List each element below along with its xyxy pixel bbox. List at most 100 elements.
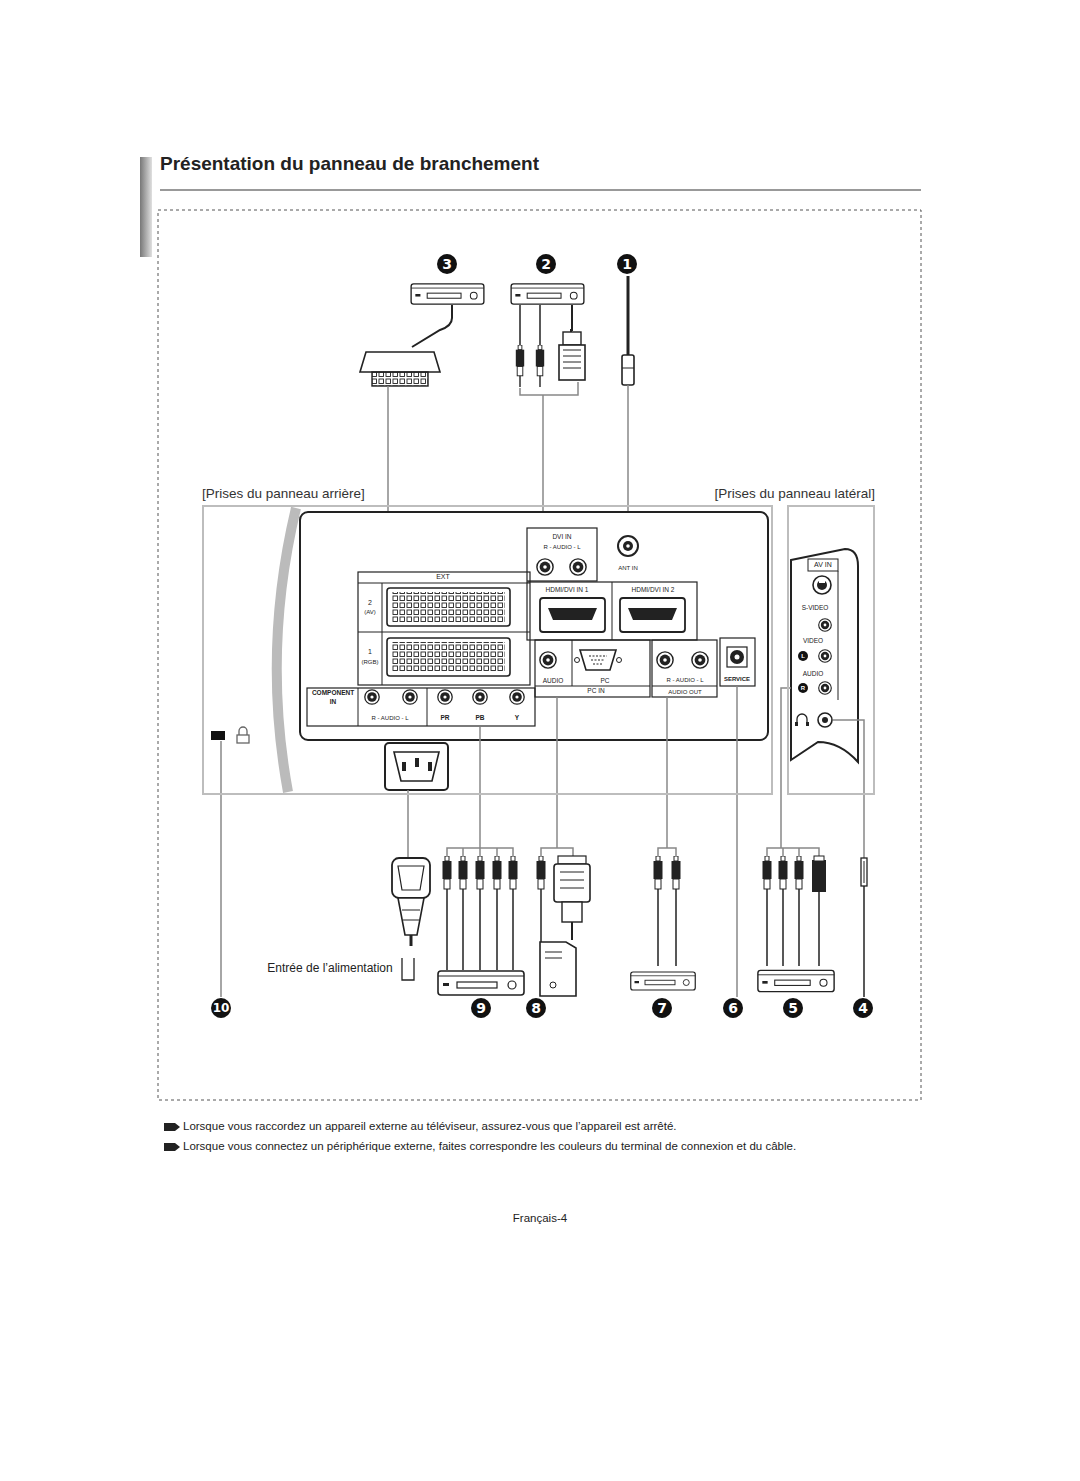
side-panel-drawing-part (838, 571, 839, 700)
power-cable-part (402, 910, 420, 920)
pc-cable-part (556, 697, 558, 848)
channel-mark: L (798, 651, 808, 661)
rear-panel-drawing-part (535, 640, 650, 697)
side-panel-drawing-part (817, 580, 827, 590)
port-label: PC (600, 677, 609, 684)
rear-panel-drawing-part (548, 608, 597, 620)
rear-panel-drawing-part (527, 582, 697, 640)
headphone-cable-part (864, 861, 865, 883)
rear-panel-drawing-part (657, 652, 673, 668)
side-panel-drawing-part (819, 619, 832, 632)
port-label: 2 (368, 599, 372, 607)
power-cable (392, 790, 430, 980)
power-cable-part (398, 898, 424, 935)
power-cable-part (407, 790, 409, 858)
component-cable-part (443, 856, 452, 901)
port-label: (AV) (364, 609, 376, 616)
hdmi-device-part (520, 382, 578, 395)
side-panel-drawing-part (819, 682, 832, 695)
side-panel-drawing-part (819, 650, 832, 663)
component-cable-part (447, 848, 513, 856)
rear-panel-drawing-part (727, 647, 747, 667)
rear-panel-drawing-part (358, 688, 359, 726)
hdmi-device-part (519, 305, 521, 345)
rear-panel-drawing-part (428, 762, 432, 771)
hdmi-device-part (559, 345, 585, 380)
rear-panel-drawing-part (652, 686, 717, 687)
pc-cable-part (562, 902, 582, 922)
component-cable-part (479, 727, 481, 848)
audio-out-cable-part (631, 972, 696, 990)
component-cable-part (476, 856, 485, 901)
port-label: R - AUDIO - L (666, 677, 703, 684)
port-label: AUDIO (803, 670, 824, 677)
service-lead-part (736, 686, 738, 997)
rear-panel-drawing-part (394, 752, 439, 781)
hdmi-device-part (516, 345, 524, 387)
port-label: EXT (436, 573, 450, 581)
pc-cable-part (558, 856, 586, 864)
component-cable-part (438, 971, 524, 995)
caption-text: Entrée de l’alimentation (267, 962, 392, 976)
kensington-lead-part (220, 741, 222, 997)
audio-out-cable-part (666, 697, 668, 848)
rear-panel-drawing-part (358, 572, 530, 685)
callout-number: 9 (471, 998, 491, 1018)
headphone-cable-part (861, 858, 867, 886)
av-cable-part (779, 856, 788, 901)
callout-number: 1 (617, 254, 637, 274)
port-label: AUDIO OUT (668, 689, 701, 696)
rear-panel-drawing-part (510, 690, 524, 704)
hdmi-device-part (511, 284, 584, 304)
power-cable-part (402, 958, 414, 980)
av-cable-part (812, 860, 826, 892)
note-pointer (164, 1123, 180, 1151)
rear-panel-drawing-part (692, 652, 708, 668)
hdmi-device-part (536, 345, 544, 387)
audio-out-cable-part (658, 848, 676, 856)
note-pointer-part (164, 1123, 180, 1131)
hdmi-device (511, 284, 585, 527)
scart-device-part (412, 305, 452, 347)
rear-panel-drawing-part (628, 608, 677, 620)
component-cable-part (509, 856, 518, 901)
rear-panel-drawing-part (415, 758, 419, 767)
audio-out-cable-part (672, 856, 681, 901)
scart-device-part (372, 372, 428, 386)
av-cable-part (814, 856, 824, 861)
scart-device-part (411, 284, 484, 304)
rear-panel-drawing-part (382, 583, 383, 685)
av-cable-part (781, 688, 791, 848)
antenna-cable-part (622, 368, 634, 369)
headphone-cable (833, 720, 867, 997)
rear-panel-drawing-part (527, 528, 597, 581)
rear-panel-drawing-part (570, 559, 586, 575)
port-label: Y (515, 714, 519, 721)
scart-device-part (360, 352, 440, 372)
rear-panel-drawing-part (307, 688, 535, 726)
rear-panel-drawing-part (237, 735, 249, 743)
rear-panel-drawing-part (387, 638, 510, 676)
rear-panel-drawing-part (589, 656, 607, 664)
side-panel-drawing (791, 549, 858, 762)
port-label: S-VIDEO (802, 604, 829, 611)
rear-panel-drawing-part (575, 658, 580, 663)
rear-panel-drawing-part (239, 727, 247, 735)
component-cable (438, 727, 524, 995)
channel-mark: R (798, 683, 808, 693)
port-label: HDMI/DVI IN 1 (546, 586, 589, 593)
headphone-cable-part (863, 886, 865, 997)
av-cable (758, 688, 834, 992)
pc-cable-part (571, 922, 573, 940)
hdmi-device-part (563, 350, 581, 368)
audio-out-cable (631, 697, 696, 990)
pc-cable-part (541, 848, 573, 856)
rear-panel-drawing-part (540, 652, 556, 668)
rear-panel-drawing-part (735, 655, 740, 660)
pc-cable-part (554, 864, 590, 902)
rear-panel-drawing-part (618, 536, 638, 556)
callout-number: 2 (536, 254, 556, 274)
rear-panel-drawing-part (402, 762, 406, 771)
rear-panel-drawing-part (617, 658, 622, 663)
port-label: HDMI/DVI IN 2 (632, 586, 675, 593)
